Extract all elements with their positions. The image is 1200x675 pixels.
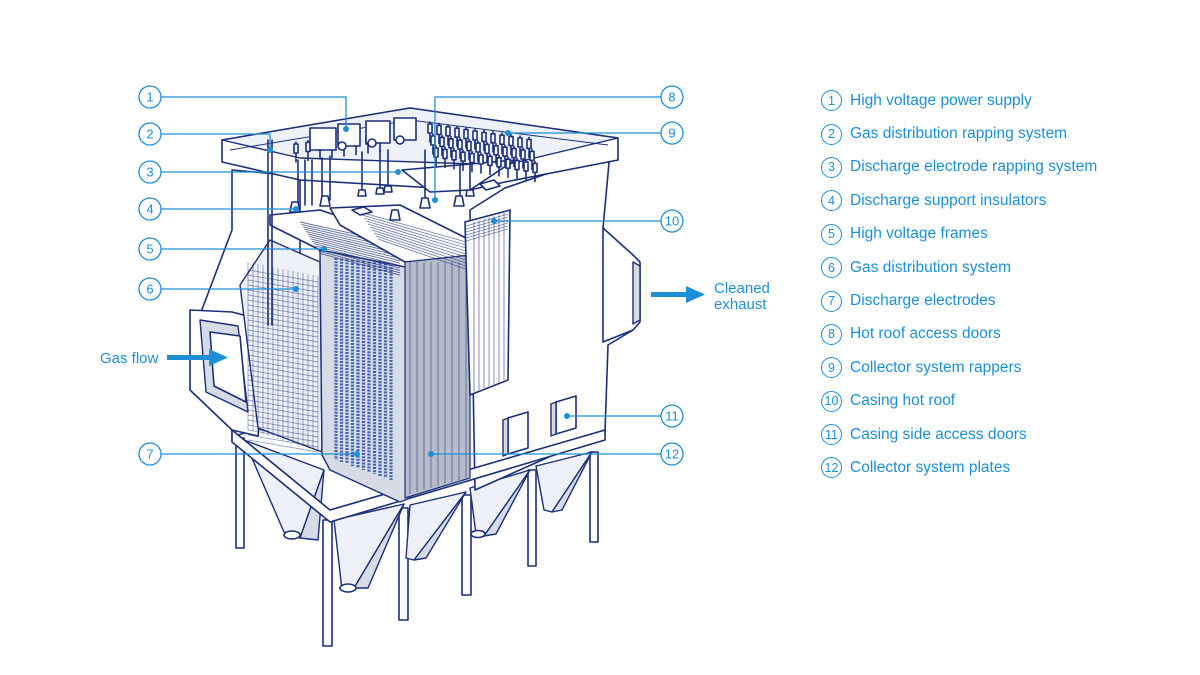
legend-label: Casing hot roof	[850, 392, 956, 410]
legend-item: 6 Gas distribution system	[821, 251, 1181, 284]
legend-number: 11	[821, 424, 842, 446]
legend-label: Gas distribution rapping system	[850, 125, 1068, 143]
callout-number: 1	[146, 90, 153, 105]
roof	[221, 107, 619, 326]
callout-marker: 6	[138, 277, 162, 301]
legend-number: 2	[821, 123, 842, 145]
callout-number: 9	[668, 126, 675, 141]
callout-marker: 9	[660, 121, 684, 145]
legend-number: 7	[821, 290, 842, 312]
legend-label: Casing side access doors	[850, 425, 1027, 443]
legend-item: 9 Collector system rappers	[821, 351, 1181, 384]
legend-number: 4	[821, 190, 842, 212]
callout-marker: 12	[660, 442, 684, 466]
legend-label: Collector system plates	[850, 458, 1011, 476]
legend-label: Hot roof access doors	[850, 325, 1001, 343]
legend-label: Collector system rappers	[850, 358, 1022, 376]
legend-item: 10 Casing hot roof	[821, 385, 1181, 418]
callouts	[161, 96, 661, 457]
callout-marker: 7	[138, 442, 162, 466]
legend-label: High voltage frames	[850, 225, 988, 243]
collector-plates-block	[329, 204, 511, 499]
legend-label: High voltage power supply	[850, 91, 1032, 109]
discharge-electrodes-block	[269, 209, 411, 503]
legend-number: 9	[821, 357, 842, 379]
legend-item: 11 Casing side access doors	[821, 418, 1181, 451]
callout-number: 12	[665, 447, 679, 462]
legend-label: Discharge electrode rapping system	[850, 158, 1098, 176]
legend-item: 1 High voltage power supply	[821, 84, 1181, 117]
callout-number: 3	[146, 165, 153, 180]
callout-number: 6	[146, 282, 153, 297]
legend-number: 12	[821, 457, 842, 479]
callout-marker: 8	[660, 85, 684, 109]
legend-item: 7 Discharge electrodes	[821, 284, 1181, 317]
legend-label: Discharge support insulators	[850, 191, 1047, 209]
callout-number: 10	[665, 214, 679, 229]
callout-number: 7	[146, 447, 153, 462]
callout-marker: 4	[138, 197, 162, 221]
legend-number: 6	[821, 257, 842, 279]
callout-marker: 2	[138, 122, 162, 146]
legend-label: Discharge electrodes	[850, 292, 996, 310]
callout-number: 2	[146, 127, 153, 142]
legend-number: 3	[821, 156, 842, 178]
callout-number: 8	[668, 90, 675, 105]
callout-number: 4	[146, 202, 153, 217]
callout-marker: 10	[660, 209, 684, 233]
legend-item: 12 Collector system plates	[821, 451, 1181, 484]
legend-item: 8 Hot roof access doors	[821, 318, 1181, 351]
callout-number: 5	[146, 242, 153, 257]
callout-marker: 5	[138, 237, 162, 261]
legend-item: 4 Discharge support insulators	[821, 184, 1181, 217]
callout-marker: 3	[138, 160, 162, 184]
legend-item: 2 Gas distribution rapping system	[821, 117, 1181, 150]
gas-distribution-screen	[239, 239, 323, 453]
gas-flow-arrow	[167, 349, 228, 366]
legend-number: 1	[821, 90, 842, 112]
gas-flow-label: Gas flow	[100, 350, 159, 367]
legend-number: 8	[821, 323, 842, 345]
legend-item: 5 High voltage frames	[821, 218, 1181, 251]
legend-label: Gas distribution system	[850, 258, 1012, 276]
cleaned-exhaust-label-line1: Cleaned	[714, 280, 770, 297]
legend-number: 5	[821, 223, 842, 245]
support-legs	[235, 437, 599, 647]
callout-marker: 1	[138, 85, 162, 109]
cleaned-exhaust-label-line2: exhaust	[714, 296, 767, 313]
callout-number: 11	[665, 409, 679, 424]
cleaned-exhaust-arrow	[651, 286, 705, 303]
callout-marker: 11	[660, 404, 684, 428]
legend-item: 3 Discharge electrode rapping system	[821, 151, 1181, 184]
legend-number: 10	[821, 390, 842, 412]
